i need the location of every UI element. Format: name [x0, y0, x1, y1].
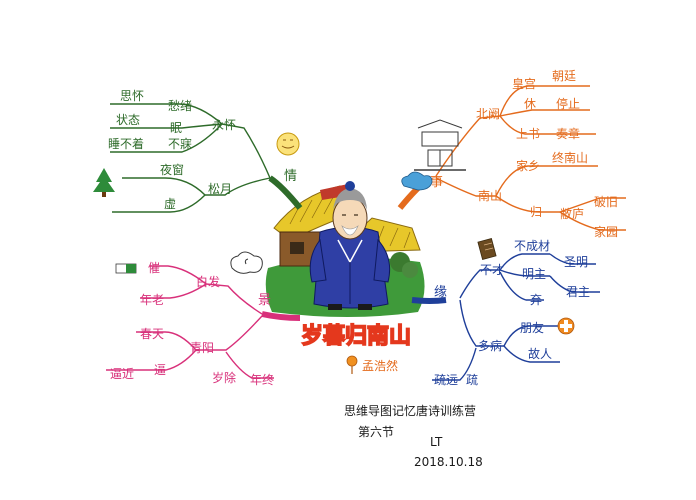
sub-branch-label: 南山: [478, 188, 502, 203]
poem-title: 岁暮归南山: [301, 323, 411, 349]
leaf-label: 睡不着: [108, 136, 144, 151]
branch-yuan: [411, 253, 600, 381]
leaf-label: 年老: [140, 293, 164, 307]
leaf-label: 终南山: [552, 150, 588, 165]
leaf-label: 逼近: [110, 367, 134, 381]
leaf-label: 年终: [250, 372, 274, 387]
leaf-label: 弃: [530, 292, 542, 307]
sub-branch-label: 白发: [196, 274, 220, 289]
leaf-label: 疏远: [434, 372, 458, 387]
leaf-label: 停止: [556, 96, 580, 111]
color-tag-icon: [115, 263, 137, 274]
leaf-label: 敝庐: [560, 206, 584, 221]
medical-cross-icon: [557, 317, 575, 335]
leaf-label: 家乡: [516, 158, 540, 173]
leaf-label: 明主: [522, 267, 546, 281]
beard: [341, 225, 359, 236]
bush: [402, 262, 418, 278]
sub-branch-label: 松月: [208, 182, 232, 196]
date: 2018.10.18: [414, 455, 483, 469]
author-name: 孟浩然: [362, 358, 398, 373]
branch-jing: [106, 265, 301, 379]
leaf-label: 眠: [170, 121, 182, 135]
course-name: 思维导图记忆唐诗训练营: [344, 403, 476, 418]
leaf-label: 不寐: [168, 136, 192, 151]
sub-branch-label: 不才: [480, 263, 504, 277]
main-branch-label-yuan: 缘: [434, 285, 447, 300]
author-initials: LT: [430, 435, 443, 449]
swirl-cloud-icon: [230, 251, 263, 274]
leaf-label: 故人: [528, 346, 552, 361]
grey-hair: [333, 188, 367, 210]
main-branch-label-shi: 事: [430, 175, 443, 190]
leaf-label: 春天: [140, 327, 164, 341]
leaf-label: 逼: [154, 363, 166, 377]
branch-jing-labels: 景 白发 催 年老 青阳 春天 逼 逼近 岁除 年终: [110, 261, 274, 387]
sub-branch-label: 多病: [478, 338, 502, 353]
branch-qing: [110, 103, 303, 213]
leaf-label: 疏: [466, 372, 478, 387]
leaf-label: 夜窗: [160, 162, 184, 177]
moon-icon: [117, 174, 125, 190]
leaf-label: 愁绪: [168, 99, 192, 113]
branch-qing-labels: 情 永怀 思怀 愁绪 状态 眠 睡不着 不寐 松月 夜窗 虚: [108, 89, 297, 211]
lesson-number: 第六节: [358, 425, 394, 439]
leaf-label: 休: [524, 97, 536, 111]
hut-window: [290, 242, 304, 254]
footer: 思维导图记忆唐诗训练营 第六节 LT 2018.10.18: [344, 403, 483, 469]
leaf-label: 圣明: [564, 255, 588, 269]
sub-branch-label: 北阙: [476, 107, 500, 121]
leaf-label: 上书: [516, 127, 540, 141]
leaf-label: 奏章: [556, 126, 580, 141]
cloud-icon: [401, 171, 433, 191]
main-branch-label-qing: 情: [284, 169, 297, 184]
leaf-label: 思怀: [120, 89, 144, 103]
leaf-label: 朋友: [520, 321, 544, 335]
leaf-label: 君主: [566, 285, 590, 299]
leaf-label: 皇宫: [512, 76, 536, 91]
leaf-label: 不成材: [514, 239, 550, 253]
central-illustration: [265, 181, 425, 317]
author-pin-icon: [346, 355, 358, 367]
sub-branch-label: 永怀: [212, 118, 236, 132]
leaf-label: 虚: [164, 197, 176, 211]
branch-shi-labels: 事 北阙 皇宫 朝廷 休 停止 上书 奏章 南山 家乡 终南山 归 敝庐 破旧 …: [430, 69, 618, 239]
leaf-label: 催: [148, 261, 160, 275]
sub-branch-label: 青阳: [190, 341, 214, 355]
palace-gate-icon: [414, 119, 466, 171]
leaf-label: 岁除: [212, 370, 236, 385]
leaf-label: 归: [530, 205, 542, 219]
leaf-label: 状态: [116, 113, 140, 127]
leaf-label: 家园: [594, 224, 618, 239]
face-icon: [276, 132, 300, 156]
leaf-label: 破旧: [594, 194, 618, 209]
main-branch-label-jing: 景: [258, 293, 271, 308]
branch-yuan-labels: 缘 不才 不成材 明主 圣明 君主 弃 多病 故人 朋友 疏远 疏: [434, 239, 590, 387]
branch-shi: [397, 85, 626, 231]
pine-tree-icon: [93, 168, 115, 197]
hair-bun: [345, 181, 355, 191]
scroll-icon: [477, 238, 497, 260]
title-group: 岁暮归南山 孟浩然: [300, 322, 412, 374]
leaf-label: 朝廷: [552, 69, 576, 83]
